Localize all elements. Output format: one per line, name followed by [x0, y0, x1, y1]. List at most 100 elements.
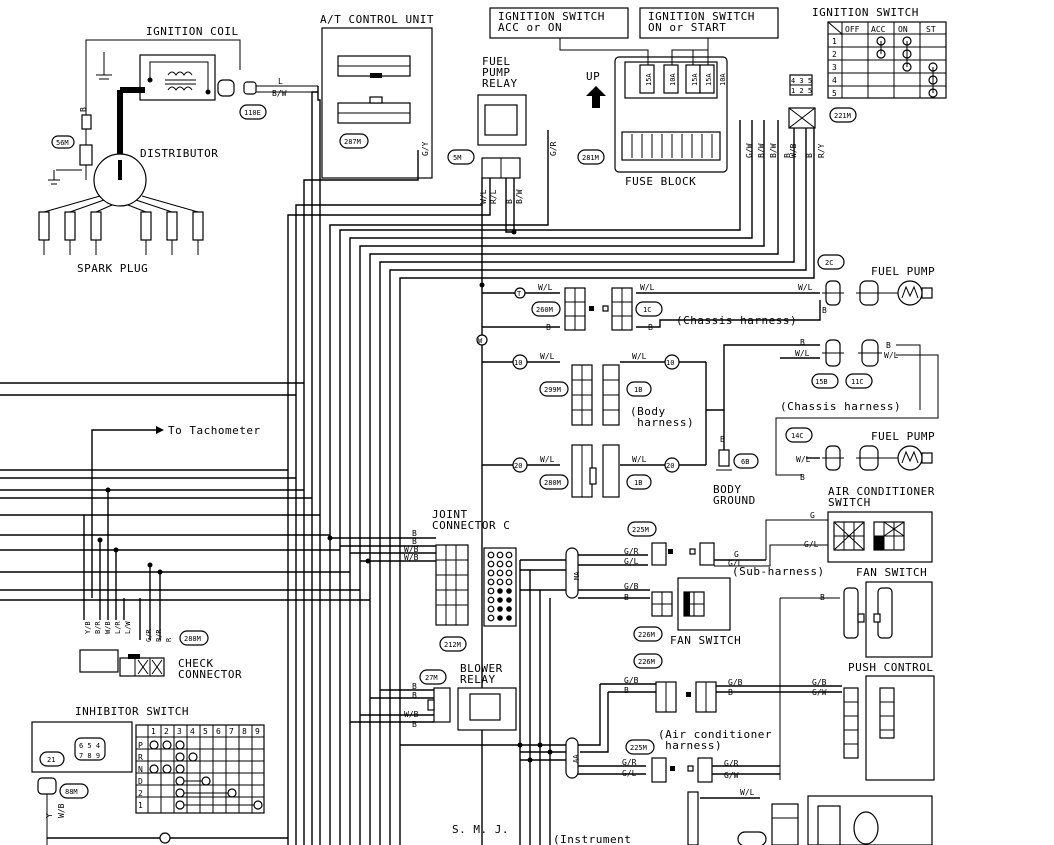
svg-text:G/R: G/R: [724, 759, 739, 768]
svg-text:G/R: G/R: [549, 141, 558, 156]
body-harness-section: 10 W/L 299M 1B W/L 10 (Body harness) 20 …: [482, 338, 939, 507]
svg-text:212M: 212M: [444, 641, 461, 649]
fuse-block-label: FUSE BLOCK: [625, 175, 696, 188]
svg-text:MA: MA: [573, 571, 581, 580]
svg-text:G/R: G/R: [145, 629, 153, 642]
svg-text:9: 9: [255, 727, 260, 736]
svg-text:G/L: G/L: [622, 769, 637, 778]
svg-text:B: B: [783, 153, 792, 158]
svg-text:ON: ON: [898, 25, 908, 34]
svg-text:B: B: [800, 338, 805, 347]
svg-text:B: B: [505, 199, 514, 204]
svg-text:281M: 281M: [582, 154, 599, 162]
up-label: UP: [586, 70, 600, 83]
connector-88m: [59, 783, 89, 799]
svg-text:G/L: G/L: [728, 559, 743, 568]
svg-text:B/W: B/W: [769, 143, 778, 158]
connector-281m: [577, 149, 605, 165]
connector-21: [39, 751, 65, 767]
svg-text:W: W: [478, 337, 483, 345]
svg-text:B/R: B/R: [155, 629, 163, 642]
svg-text:B: B: [800, 473, 805, 482]
svg-text:2: 2: [832, 50, 837, 59]
svg-text:1: 1: [138, 801, 143, 810]
svg-text:287M: 287M: [344, 138, 361, 146]
svg-text:B: B: [412, 720, 417, 729]
svg-text:W/L: W/L: [632, 455, 647, 464]
svg-text:3: 3: [832, 63, 837, 72]
svg-text:(Chassis harness): (Chassis harness): [780, 400, 901, 413]
svg-text:7 8 9: 7 8 9: [79, 752, 100, 760]
svg-text:ST: ST: [926, 25, 936, 34]
connector-288m: [179, 630, 209, 646]
ignition-coil-section: IGNITION COIL L B/W 110E B 56M DISTR: [38, 25, 318, 275]
connector-6b: [733, 453, 759, 469]
svg-text:L/W: L/W: [124, 621, 132, 634]
svg-text:B: B: [412, 529, 417, 538]
svg-text:(Air conditioner harness): (Air conditioner harness): [658, 728, 772, 752]
svg-text:W/L: W/L: [795, 349, 810, 358]
svg-text:226M: 226M: [638, 658, 655, 666]
up-arrow-icon: [586, 86, 606, 108]
check-connector: Y/B B/R W/B L/R L/W G/R B/R R 288M CHECK…: [79, 621, 242, 681]
svg-text:B/W: B/W: [515, 189, 524, 204]
connector-1b-b: [626, 474, 652, 490]
svg-text:FUEL PUMP: FUEL PUMP: [871, 265, 935, 278]
svg-text:225M: 225M: [632, 526, 649, 534]
svg-text:B: B: [805, 153, 814, 158]
svg-text:W/L: W/L: [740, 788, 755, 797]
svg-text:10A: 10A: [669, 73, 677, 86]
joint-connector-block: [435, 544, 469, 626]
svg-text:88M: 88M: [65, 788, 78, 796]
svg-text:1 2 5: 1 2 5: [791, 87, 812, 95]
svg-text:5: 5: [203, 727, 208, 736]
svg-text:15A: 15A: [705, 73, 713, 86]
svg-text:W/L: W/L: [538, 283, 553, 292]
svg-text:W/B: W/B: [404, 710, 419, 719]
wire-bw-coil: B/W: [272, 89, 287, 98]
svg-text:1: 1: [832, 37, 837, 46]
connector-221m: [829, 107, 857, 123]
svg-text:Y: Y: [45, 813, 54, 818]
connector-11c: [845, 373, 873, 389]
spark-plug-label: SPARK PLUG: [77, 262, 148, 275]
svg-text:W/L: W/L: [796, 455, 811, 464]
svg-text:G/B: G/B: [812, 678, 827, 687]
svg-text:PUSH CONTROL: PUSH CONTROL: [848, 661, 933, 674]
svg-text:Y/B: Y/B: [84, 621, 92, 634]
connector-1b-a: [626, 381, 652, 397]
svg-text:G/W: G/W: [745, 143, 754, 158]
svg-text:15A: 15A: [645, 73, 653, 86]
svg-text:W/L: W/L: [884, 351, 899, 360]
svg-text:W/L: W/L: [632, 352, 647, 361]
svg-text:B: B: [728, 688, 733, 697]
svg-text:299M: 299M: [544, 386, 561, 394]
svg-text:D: D: [138, 777, 143, 786]
at-control-unit-label: A/T CONTROL UNIT: [320, 13, 434, 26]
tachometer-branch: To Tachometer: [83, 424, 260, 640]
connector-212m: [439, 636, 467, 652]
svg-text:1C: 1C: [643, 306, 651, 314]
svg-text:6: 6: [216, 727, 221, 736]
ignition-switch-table: IGNITION SWITCH OFF ACC ON ST 1 2 3 4 5: [788, 6, 947, 158]
connector-225m-b: [625, 739, 655, 755]
svg-text:L/R: L/R: [114, 621, 122, 634]
svg-text:2C: 2C: [825, 259, 833, 267]
inhibitor-switch: INHIBITOR SWITCH 6 5 4 7 8 9 21 88M Y W/…: [31, 705, 288, 845]
svg-text:(Chassis harness): (Chassis harness): [676, 314, 797, 327]
svg-text:288M: 288M: [184, 635, 201, 643]
at-control-unit: A/T CONTROL UNIT 287M G/Y: [320, 13, 434, 179]
connector-2c: [817, 254, 845, 270]
svg-text:G/W: G/W: [812, 688, 827, 697]
svg-text:15A: 15A: [691, 73, 699, 86]
connector-225m-a: [627, 521, 657, 537]
svg-text:N: N: [138, 765, 143, 774]
svg-text:G/Y: G/Y: [421, 141, 430, 156]
connector-260m: [531, 301, 561, 317]
